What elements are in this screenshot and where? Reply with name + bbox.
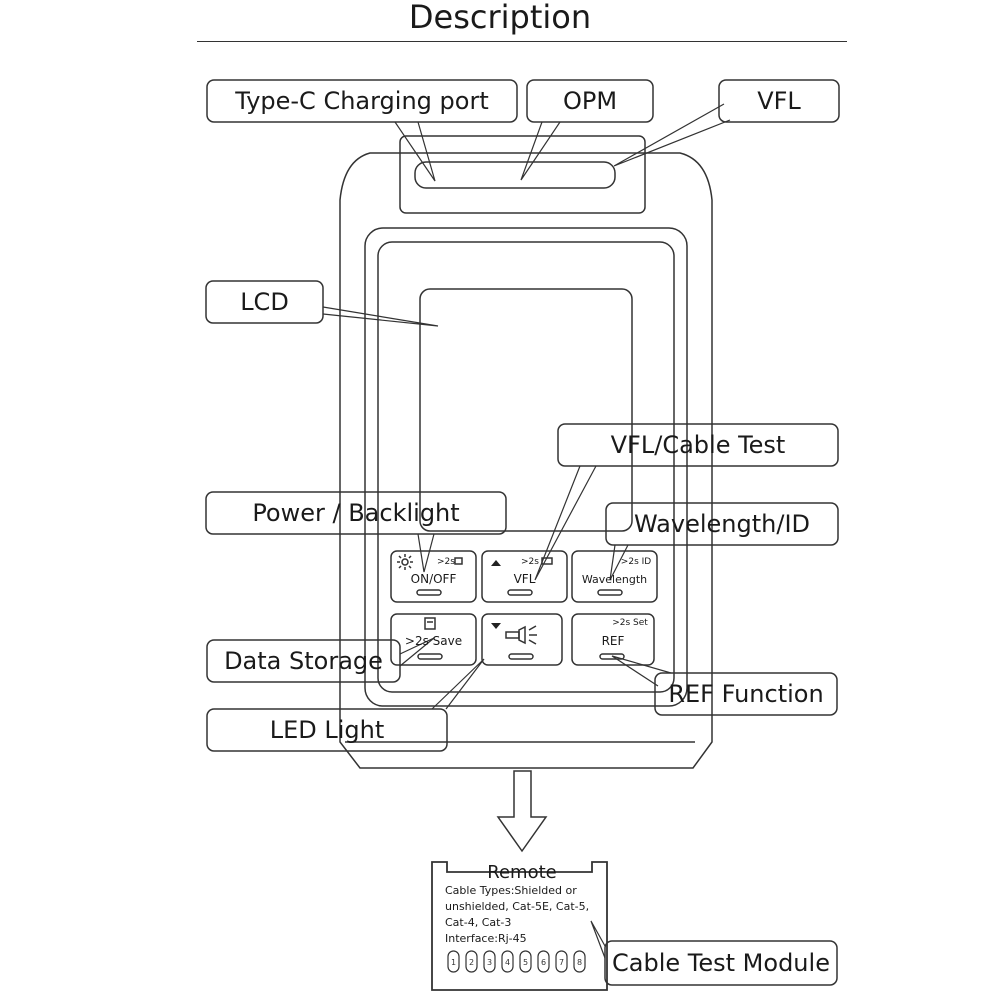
indicator-ref <box>599 653 625 660</box>
sun-icon <box>397 554 413 570</box>
pin-label: 3 <box>487 958 492 967</box>
callout-box <box>557 423 839 467</box>
callout-box <box>604 940 838 986</box>
callout-box <box>205 491 507 535</box>
pointer-vfl <box>613 103 731 167</box>
key-wavelength-hint: >2s ID <box>620 557 652 567</box>
callout-box <box>654 672 838 716</box>
title: Description <box>408 0 592 36</box>
callout-box <box>605 502 839 546</box>
pointer-led <box>431 658 485 710</box>
key-onoff-label: ON/OFF <box>410 572 457 586</box>
down-arrow-icon <box>491 623 501 629</box>
label-vfl: VFL <box>757 87 801 115</box>
small-icon <box>454 557 463 565</box>
label-opm: OPM <box>562 87 618 115</box>
label-lcd: LCD <box>240 288 289 316</box>
pointer-lcd <box>322 306 439 327</box>
pointer-power <box>417 533 435 573</box>
callout-box <box>206 639 401 683</box>
title-rule <box>197 41 847 42</box>
pin-label: 1 <box>451 958 456 967</box>
label-power-backlight: Power / Backlight <box>252 499 460 527</box>
key-vfl-label: VFL <box>513 572 536 586</box>
indicator-vfl <box>507 589 533 596</box>
pointer-vfl-cable-test <box>534 465 597 581</box>
key-onoff-hint: >2s <box>437 557 455 567</box>
label-data-storage: Data Storage <box>224 647 383 675</box>
pointer-cable-module <box>590 920 606 959</box>
pointer-data-storage <box>399 637 435 667</box>
flashlight-icon <box>505 625 537 645</box>
pointer-ref <box>611 655 672 687</box>
indicator-onoff <box>416 589 442 596</box>
remote-spec-line: Cat-4, Cat-3 <box>445 916 512 929</box>
callout-box <box>205 280 324 324</box>
pointer-wavelength <box>609 544 629 581</box>
label-wavelength-id: Wavelength/ID <box>633 510 810 538</box>
pin-label: 4 <box>505 958 510 967</box>
down-arrow <box>496 770 548 853</box>
key-wavelength-label: Wavelength <box>581 573 648 586</box>
pointer-opm <box>520 121 561 181</box>
remote-module <box>431 861 608 991</box>
pin-label: 2 <box>469 958 474 967</box>
indicator-led <box>508 653 534 660</box>
screen-bezel-outer <box>364 227 688 707</box>
label-ref-function: REF Function <box>668 680 824 708</box>
key-vfl <box>481 550 568 603</box>
key-onoff <box>390 550 477 603</box>
remote-spec-line: Interface:Rj-45 <box>445 932 527 945</box>
save-icon <box>424 617 436 630</box>
remote-spec-line: Cable Types:Shielded or <box>445 884 577 897</box>
key-ref-label: REF <box>601 634 625 648</box>
callout-box <box>718 79 840 123</box>
remote-pins <box>447 950 586 973</box>
key-ref <box>571 613 655 666</box>
pin-label: 5 <box>523 958 528 967</box>
pin-label: 8 <box>577 958 582 967</box>
key-led <box>481 613 563 666</box>
key-save-label: >2s Save <box>404 634 463 648</box>
indicator-save <box>417 653 443 660</box>
label-led-light: LED Light <box>269 716 385 744</box>
remote-spec-line: unshielded, Cat-5E, Cat-5, <box>445 900 590 913</box>
port-strip <box>414 161 616 189</box>
label-type-c-charging-port: Type-C Charging port <box>235 87 489 115</box>
pointer-type-c <box>394 121 436 182</box>
key-vfl-hint: >2s <box>521 557 539 567</box>
pin-label: 6 <box>541 958 546 967</box>
lcd-screen <box>419 288 633 532</box>
label-cable-test-module: Cable Test Module <box>612 949 830 977</box>
callout-box <box>526 79 654 123</box>
up-arrow-icon <box>491 560 501 566</box>
pin-label: 7 <box>559 958 564 967</box>
device-body <box>339 152 713 769</box>
screen-bezel-inner <box>377 241 675 693</box>
label-vfl-cable-test: VFL/Cable Test <box>610 431 786 459</box>
callout-box <box>206 79 518 123</box>
callout-box <box>206 708 448 752</box>
key-ref-hint: >2s Set <box>612 618 648 628</box>
indicator-wavelength <box>597 589 623 596</box>
top-module <box>399 135 646 214</box>
remote-title: Remote <box>487 862 557 883</box>
